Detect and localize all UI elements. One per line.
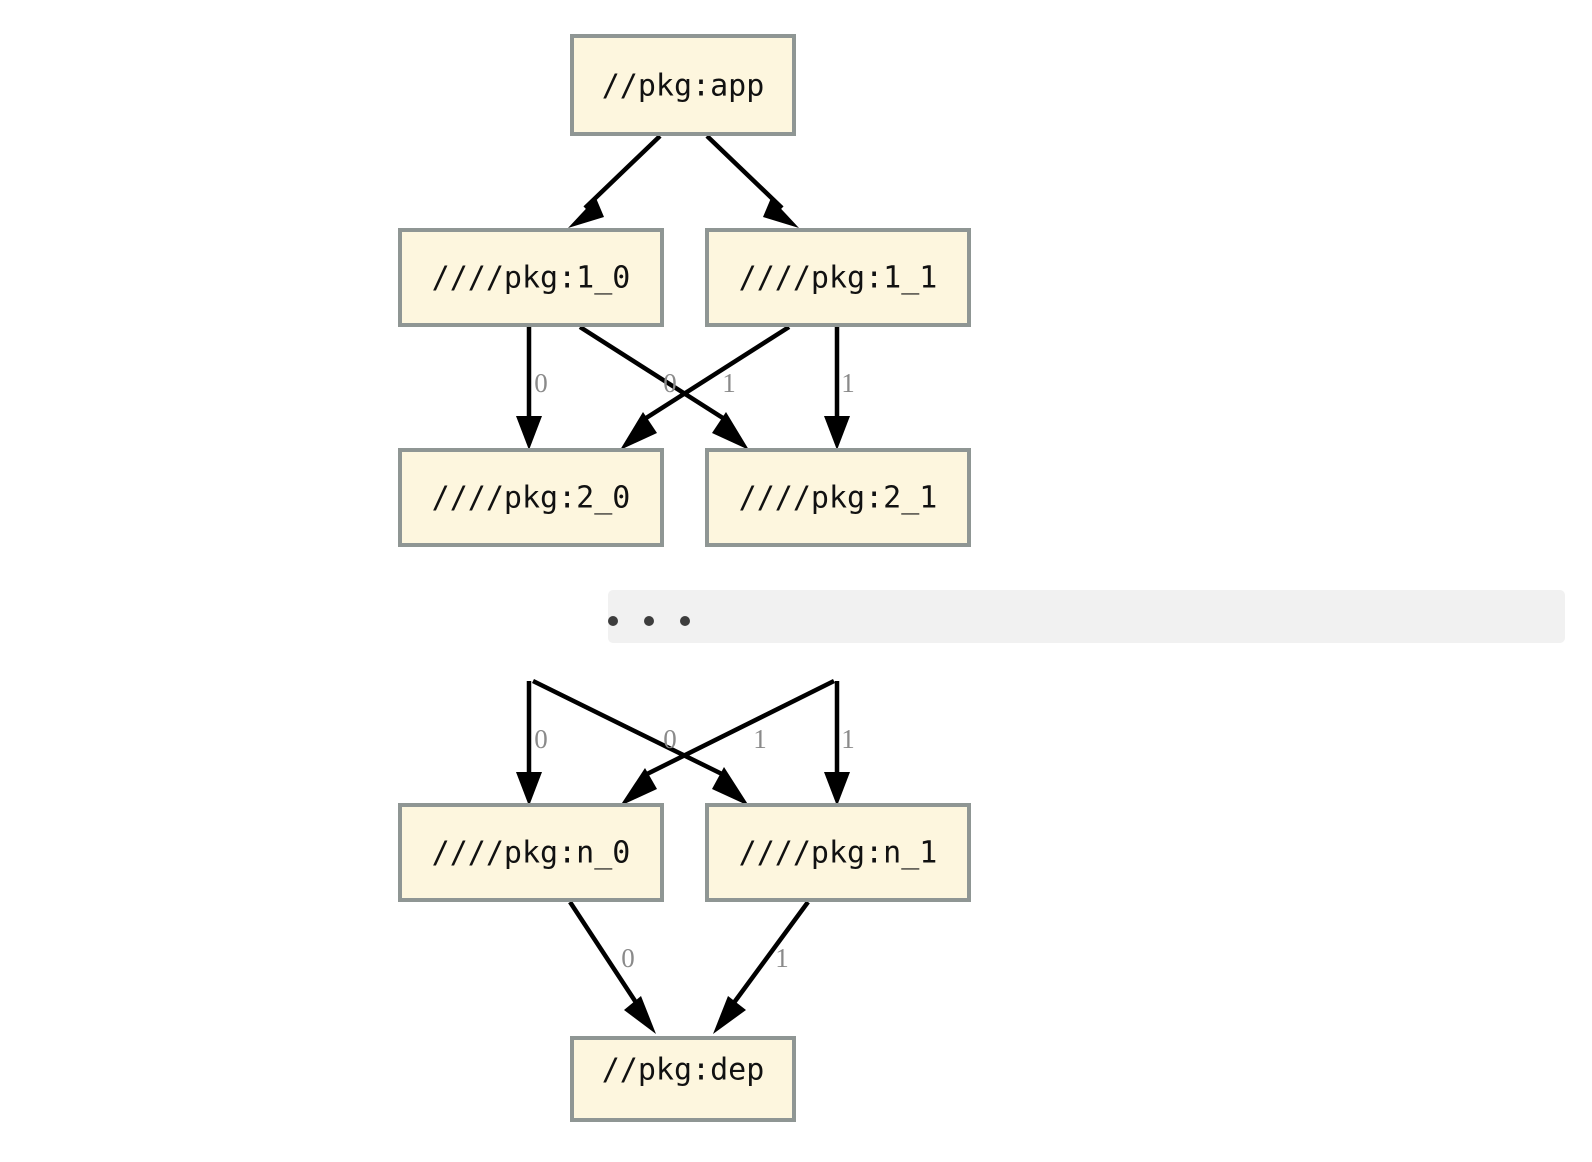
node-pkg-1_1[interactable]: ////pkg:1_1 bbox=[705, 228, 971, 327]
edge-1_0-to-2_0: 0 bbox=[516, 327, 548, 450]
edge-label-truncated-to-n_1: 0 bbox=[663, 724, 677, 754]
truncation-ellipsis-band bbox=[608, 590, 1565, 643]
node-layer: //pkg:app ////pkg:1_0 ////pkg:1_1 ////pk… bbox=[398, 34, 971, 1122]
node-pkg-2_1[interactable]: ////pkg:2_1 bbox=[705, 448, 971, 547]
edge-label-n_0-to-dep: 0 bbox=[621, 943, 635, 973]
edge-1_1-to-2_0: 1 bbox=[620, 325, 791, 450]
node-pkg-n_0[interactable]: ////pkg:n_0 bbox=[398, 803, 664, 902]
node-pkg-2_0[interactable]: ////pkg:2_0 bbox=[398, 448, 664, 547]
edge-truncated2-to-n_1: 1 bbox=[824, 681, 855, 806]
edge-n_1-to-dep: 1 bbox=[713, 900, 810, 1034]
ellipsis-dot-3 bbox=[680, 616, 690, 626]
edge-layer: 0 0 1 1 bbox=[516, 134, 855, 1034]
edge-label-truncated2-to-n_1: 1 bbox=[841, 724, 855, 754]
edge-1_0-to-2_1: 0 bbox=[578, 325, 749, 450]
node-label-pkg-1_1: ////pkg:1_1 bbox=[739, 261, 938, 296]
ellipsis-dot-1 bbox=[608, 616, 618, 626]
node-label-pkg-2_0: ////pkg:2_0 bbox=[432, 481, 631, 516]
edge-label-truncated2-to-n_0: 1 bbox=[753, 724, 767, 754]
node-label-pkg-2_1: ////pkg:2_1 bbox=[739, 481, 938, 516]
edge-truncated-to-n_0: 0 bbox=[516, 681, 548, 806]
edge-truncated2-to-n_0: 1 bbox=[620, 678, 836, 806]
edge-label-n_1-to-dep: 1 bbox=[775, 943, 789, 973]
node-label-pkg-1_0: ////pkg:1_0 bbox=[432, 261, 631, 296]
edge-truncated-to-n_1: 0 bbox=[532, 678, 749, 806]
edge-1_1-to-2_1: 1 bbox=[824, 327, 855, 450]
node-pkg-dep[interactable]: //pkg:dep bbox=[570, 1036, 796, 1122]
node-label-pkg-app: //pkg:app bbox=[602, 69, 765, 104]
ellipsis-band-background bbox=[608, 590, 1565, 643]
edge-label-1_0-to-2_1: 0 bbox=[663, 368, 677, 398]
edge-app-to-1_0 bbox=[568, 134, 662, 228]
edge-label-1_1-to-2_1: 1 bbox=[841, 368, 855, 398]
edge-label-truncated-to-n_0: 0 bbox=[534, 724, 548, 754]
edge-n_0-to-dep: 0 bbox=[568, 900, 656, 1034]
node-label-pkg-dep: //pkg:dep bbox=[602, 1053, 765, 1088]
edge-label-1_0-to-2_0: 0 bbox=[534, 368, 548, 398]
node-pkg-n_1[interactable]: ////pkg:n_1 bbox=[705, 803, 971, 902]
node-pkg-app[interactable]: //pkg:app bbox=[570, 34, 796, 136]
edge-app-to-1_1 bbox=[705, 134, 799, 228]
edge-label-1_1-to-2_0: 1 bbox=[722, 368, 736, 398]
node-label-pkg-n_1: ////pkg:n_1 bbox=[739, 836, 938, 871]
ellipsis-dot-2 bbox=[644, 616, 654, 626]
node-label-pkg-n_0: ////pkg:n_0 bbox=[432, 836, 631, 871]
node-pkg-1_0[interactable]: ////pkg:1_0 bbox=[398, 228, 664, 327]
